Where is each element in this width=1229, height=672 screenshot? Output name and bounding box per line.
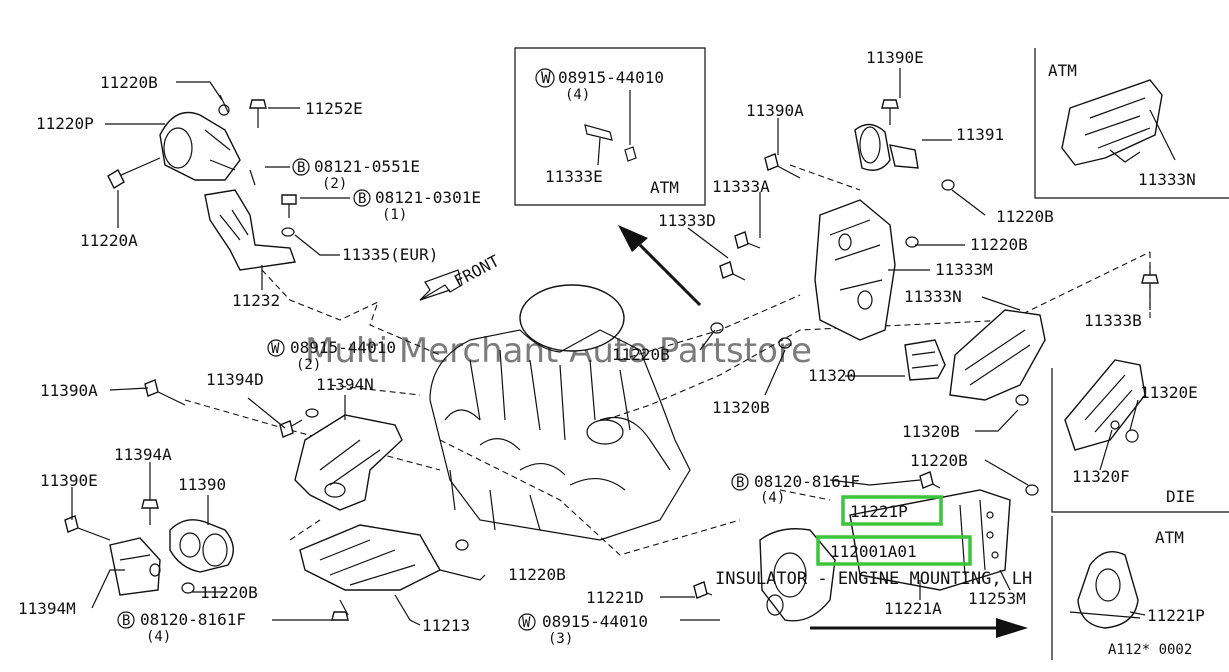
label-inset-11320E: 11320E: [1140, 383, 1198, 402]
label-11390E-top: 11390E: [866, 48, 924, 67]
label-11220B-center: 11220B: [612, 345, 670, 364]
left-mount: [64, 379, 469, 621]
label-11220B-top: 11220B: [100, 73, 158, 92]
label-08120-8161F-b: 08120-8161F: [754, 472, 860, 491]
label-11390A-left: 11390A: [40, 381, 98, 400]
washer-symbol: W: [541, 68, 551, 87]
label-11333A: 11333A: [712, 177, 770, 196]
inset-atm-bracket: ATM 11333N: [1034, 48, 1229, 199]
label-11220B-right-2: 11220B: [970, 235, 1028, 254]
label-08120-8161F-a: 08120-8161F: [140, 610, 246, 629]
highlight-box-11221P[interactable]: [841, 495, 943, 526]
label-11320B-right: 11320B: [902, 422, 960, 441]
label-11253M: 11253M: [968, 589, 1026, 608]
label-11390A-top: 11390A: [746, 101, 804, 120]
label-qty-3: (3): [548, 631, 573, 647]
label-inset-11320F: 11320F: [1072, 467, 1130, 486]
label-qty-2b: (2): [296, 357, 321, 373]
label-qty-2a: (2): [322, 176, 347, 192]
figure-code: A112* 0002: [1108, 642, 1192, 658]
label-11221A: 11221A: [884, 599, 942, 618]
inset-title-atm-3: ATM: [1155, 528, 1184, 547]
part-tooltip: INSULATOR - ENGINE MOUNTING, LH: [715, 569, 1032, 589]
label-08915-44010-a: 08915-44010: [290, 338, 396, 357]
label-11391: 11391: [956, 125, 1004, 144]
label-11221D: 11221D: [586, 588, 644, 607]
label-11220A: 11220A: [80, 231, 138, 250]
washer-symbol-1: W: [271, 341, 280, 357]
bolt-symbol-4: B: [736, 475, 744, 491]
label-11220B-left: 11220B: [200, 583, 258, 602]
label-08121-0551E: 08121-0551E: [314, 157, 420, 176]
label-11333M: 11333M: [935, 260, 993, 279]
upper-left-mount: [107, 94, 297, 271]
label-11390: 11390: [178, 475, 226, 494]
label-11394M: 11394M: [18, 599, 76, 618]
front-label: FRONT: [451, 251, 503, 291]
label-11220B-bottom: 11220B: [508, 565, 566, 584]
arrows: [419, 225, 1028, 638]
label-qty-4a: (4): [146, 629, 171, 645]
inset-die: 11320E 11320F DIE: [1051, 359, 1229, 513]
label-inset-11221P: 11221P: [1147, 606, 1205, 625]
inset-atm-bolt: W 08915-44010 (4) 11333E ATM: [514, 47, 706, 206]
label-11320B-center: 11320B: [712, 398, 770, 417]
label-qty-4b: (4): [760, 490, 785, 506]
label-inset-11333E: 11333E: [545, 167, 603, 186]
label-11220P: 11220P: [36, 114, 94, 133]
label-11320: 11320: [808, 366, 856, 385]
label-11394A: 11394A: [114, 445, 172, 464]
right-bracket: [778, 265, 1159, 406]
label-inset-qty: (4): [565, 87, 590, 103]
label-11252E: 11252E: [305, 99, 363, 118]
label-11220B-right-1: 11220B: [996, 207, 1054, 226]
washer-symbol-2: W: [522, 615, 531, 631]
label-11333N: 11333N: [904, 287, 962, 306]
bolt-symbol-2: B: [358, 191, 366, 207]
inset-atm-mount: ATM 11221P: [1051, 516, 1205, 660]
label-11221P[interactable]: 11221P: [850, 502, 908, 521]
label-inset-11333N: 11333N: [1138, 170, 1196, 189]
label-11213: 11213: [422, 616, 470, 635]
label-08121-0301E: 08121-0301E: [375, 188, 481, 207]
label-qty-1a: (1): [382, 207, 407, 223]
bolt-symbol-3: B: [122, 613, 130, 629]
label-leaders: [71, 68, 1151, 626]
label-11232: 11232: [232, 291, 280, 310]
label-11333D: 11333D: [658, 211, 716, 230]
label-11220B-lower-right: 11220B: [910, 451, 968, 470]
label-11394D: 11394D: [206, 370, 264, 389]
label-112001A01[interactable]: 112001A01: [830, 542, 917, 561]
engine-block: [429, 284, 691, 541]
upper-right-mount: [710, 99, 955, 341]
highlight-box-112001A01[interactable]: [816, 535, 972, 566]
label-11390E-left: 11390E: [40, 471, 98, 490]
bolt-symbol-1: B: [297, 160, 305, 176]
label-11335-eur: 11335(EUR): [342, 245, 438, 264]
label-11333B: 11333B: [1084, 311, 1142, 330]
label-08915-44010-b: 08915-44010: [542, 612, 648, 631]
label-inset-08915: 08915-44010: [558, 68, 664, 87]
inset-title-die: DIE: [1166, 487, 1195, 506]
inset-title-atm-2: ATM: [1048, 61, 1077, 80]
inset-title-atm-1: ATM: [650, 178, 679, 197]
label-11394N: 11394N: [316, 375, 374, 394]
